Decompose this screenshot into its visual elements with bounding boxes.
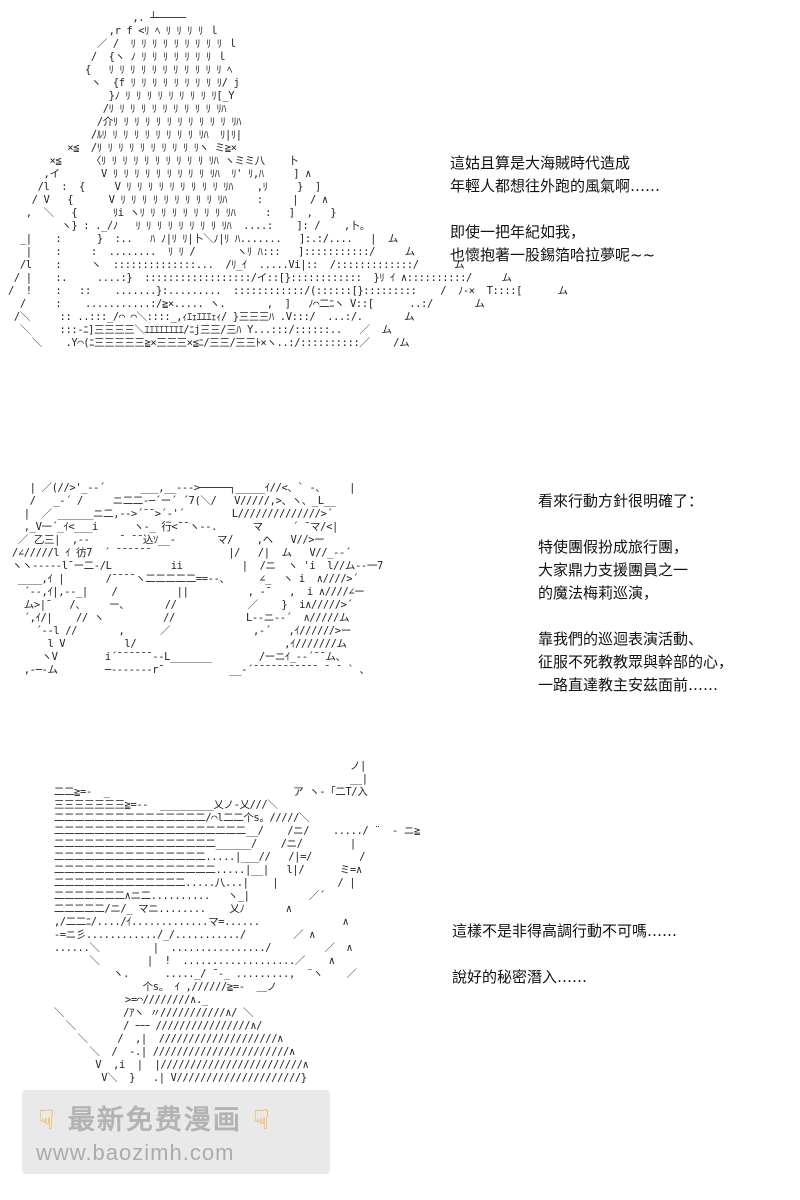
caption-line: 征服不死教教眾與幹部的心，	[538, 653, 734, 671]
panel-2: | ／(//>'_--´ ___,__--->─────┐_____ｲ//<、`…	[0, 440, 800, 740]
caption-line: 看來行動方針很明確了：	[538, 492, 704, 510]
caption-line: 一路直達教主安茲面前……	[538, 676, 719, 694]
watermark-title: 最新免费漫画	[67, 1105, 242, 1136]
caption-line: 這姑且算是大海賊時代造成	[450, 154, 631, 172]
caption-line: 說好的秘密潛入……	[452, 968, 588, 986]
panel-3: ノ| __| 二二≧=- _ ア ヽ-「二T/入 三三三三三三三≧=-- ___…	[0, 740, 800, 1200]
caption-line: 的魔法梅莉巡演，	[538, 584, 659, 602]
ascii-art-sleeping-man: ,. ┴───── ,r f <ﾘ ﾍ ﾘ ﾘ ﾘ ﾘ ｌ ／ / ﾘ ﾘ ﾘ …	[8, 12, 568, 349]
caption-line: 靠我們的巡迴表演活動、	[538, 630, 704, 648]
caption-line: 也懷抱著一股錫箔哈拉夢呢~~	[450, 246, 656, 264]
caption-line: 大家鼎力支援團員之一	[538, 561, 689, 579]
caption-line: 特使團假扮成旅行團，	[538, 538, 689, 556]
watermark-url: www.baozimh.com	[36, 1140, 235, 1165]
caption-1: 這姑且算是大海賊時代造成 年輕人都想往外跑的風氣啊…… 即使一把年紀如我， 也懷…	[450, 152, 660, 267]
pointing-hand-icon: ☟	[38, 1105, 57, 1136]
pointing-hand-icon: ☟	[253, 1105, 272, 1136]
caption-line: 這樣不是非得高調行動不可嗎……	[452, 922, 678, 940]
caption-3: 這樣不是非得高調行動不可嗎…… 說好的秘密潛入……	[452, 920, 677, 989]
ascii-art-shadowed-figure: ノ| __| 二二≧=- _ ア ヽ-「二T/入 三三三三三三三≧=-- ___…	[53, 760, 420, 1084]
caption-line: 年輕人都想往外跑的風氣啊……	[450, 177, 661, 195]
panel-1: ,. ┴───── ,r f <ﾘ ﾍ ﾘ ﾘ ﾘ ﾘ ｌ ／ / ﾘ ﾘ ﾘ …	[0, 0, 800, 440]
ascii-art-blonde-girl: | ／(//>'_--´ ___,__--->─────┐_____ｲ//<、`…	[11, 482, 383, 676]
watermark-title-row: ☟ 最新免费漫画 ☟	[38, 1098, 272, 1137]
caption-2: 看來行動方針很明確了： 特使團假扮成旅行團， 大家鼎力支援團員之一 的魔法梅莉巡…	[538, 490, 733, 697]
caption-line: 即使一把年紀如我，	[450, 223, 586, 241]
site-watermark: ☟ 最新免费漫画 ☟ www.baozimh.com	[22, 1090, 330, 1174]
